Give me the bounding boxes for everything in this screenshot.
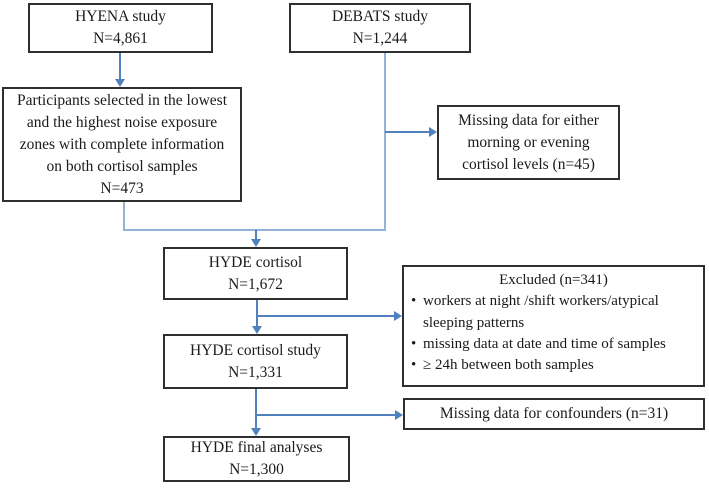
- connector-study-to-final: [255, 389, 257, 428]
- connector-merge-horizontal: [123, 229, 386, 231]
- hyde-cortisol-study-count: N=1,331: [228, 363, 283, 381]
- hyena-study-count: N=4,861: [93, 30, 148, 47]
- connector-to-missing-confounders: [255, 414, 395, 416]
- excluded-bullet: missing data at date and time of samples: [410, 334, 697, 356]
- hyde-cortisol-title: HYDE cortisol: [208, 253, 303, 271]
- arrowhead-down-icon: [251, 239, 261, 247]
- arrowhead-right-icon: [394, 311, 402, 321]
- excluded-bullet: workers at night /shift workers/atypical…: [410, 291, 697, 334]
- excluded-bullet-list: workers at night /shift workers/atypical…: [410, 291, 697, 376]
- missing-cortisol-box: Missing data for either morning or eveni…: [437, 105, 620, 180]
- missing-cortisol-line: cortisol levels (n=45): [462, 155, 595, 173]
- missing-confounders-box: Missing data for confounders (n=31): [403, 398, 705, 430]
- connector-selected-vertical: [123, 202, 125, 231]
- connector-hyena-to-selected: [119, 53, 121, 79]
- hyde-cortisol-study-title: HYDE cortisol study: [190, 341, 321, 359]
- participants-selected-line: and the highest noise exposure: [26, 113, 218, 131]
- hyde-final-analyses-title: HYDE final analyses: [190, 439, 323, 456]
- arrowhead-down-icon: [252, 326, 262, 334]
- hyde-cortisol-study-box: HYDE cortisol study N=1,331: [163, 334, 348, 389]
- participants-selected-count: N=473: [100, 179, 144, 197]
- arrowhead-down-icon: [251, 428, 261, 436]
- hyde-final-analyses-box: HYDE final analyses N=1,300: [163, 436, 350, 482]
- debats-study-box: DEBATS study N=1,244: [289, 3, 471, 53]
- hyde-cortisol-box: HYDE cortisol N=1,672: [163, 247, 348, 300]
- connector-debats-vertical: [384, 53, 386, 231]
- excluded-title: Excluded (n=341): [499, 272, 608, 288]
- arrowhead-right-icon: [429, 127, 437, 137]
- participants-selected-line: zones with complete information: [19, 135, 225, 153]
- debats-study-title: DEBATS study: [331, 8, 429, 25]
- hyde-cortisol-count: N=1,672: [228, 275, 283, 293]
- arrowhead-down-icon: [115, 79, 125, 87]
- excluded-bullet: ≥ 24h between both samples: [410, 355, 697, 377]
- missing-confounders-line: Missing data for confounders (n=31): [439, 405, 669, 422]
- connector-into-hyde-cortisol: [255, 230, 257, 239]
- excluded-box: Excluded (n=341) workers at night /shift…: [402, 265, 705, 387]
- arrowhead-right-icon: [395, 410, 403, 420]
- missing-cortisol-line: Missing data for either: [458, 111, 599, 129]
- hyde-final-analyses-count: N=1,300: [229, 461, 284, 478]
- connector-to-excluded: [256, 315, 394, 317]
- connector-cortisol-to-study: [256, 300, 258, 326]
- debats-study-count: N=1,244: [352, 30, 408, 47]
- hyena-study-title: HYENA study: [75, 8, 166, 25]
- participants-selected-line: Participants selected in the lowest: [16, 91, 228, 109]
- participants-selected-box: Participants selected in the lowest and …: [2, 87, 242, 202]
- missing-cortisol-line: morning or evening: [467, 133, 590, 151]
- participants-selected-line: on both cortisol samples: [46, 157, 198, 175]
- hyena-study-box: HYENA study N=4,861: [28, 3, 213, 53]
- connector-to-missing-cortisol: [385, 131, 429, 133]
